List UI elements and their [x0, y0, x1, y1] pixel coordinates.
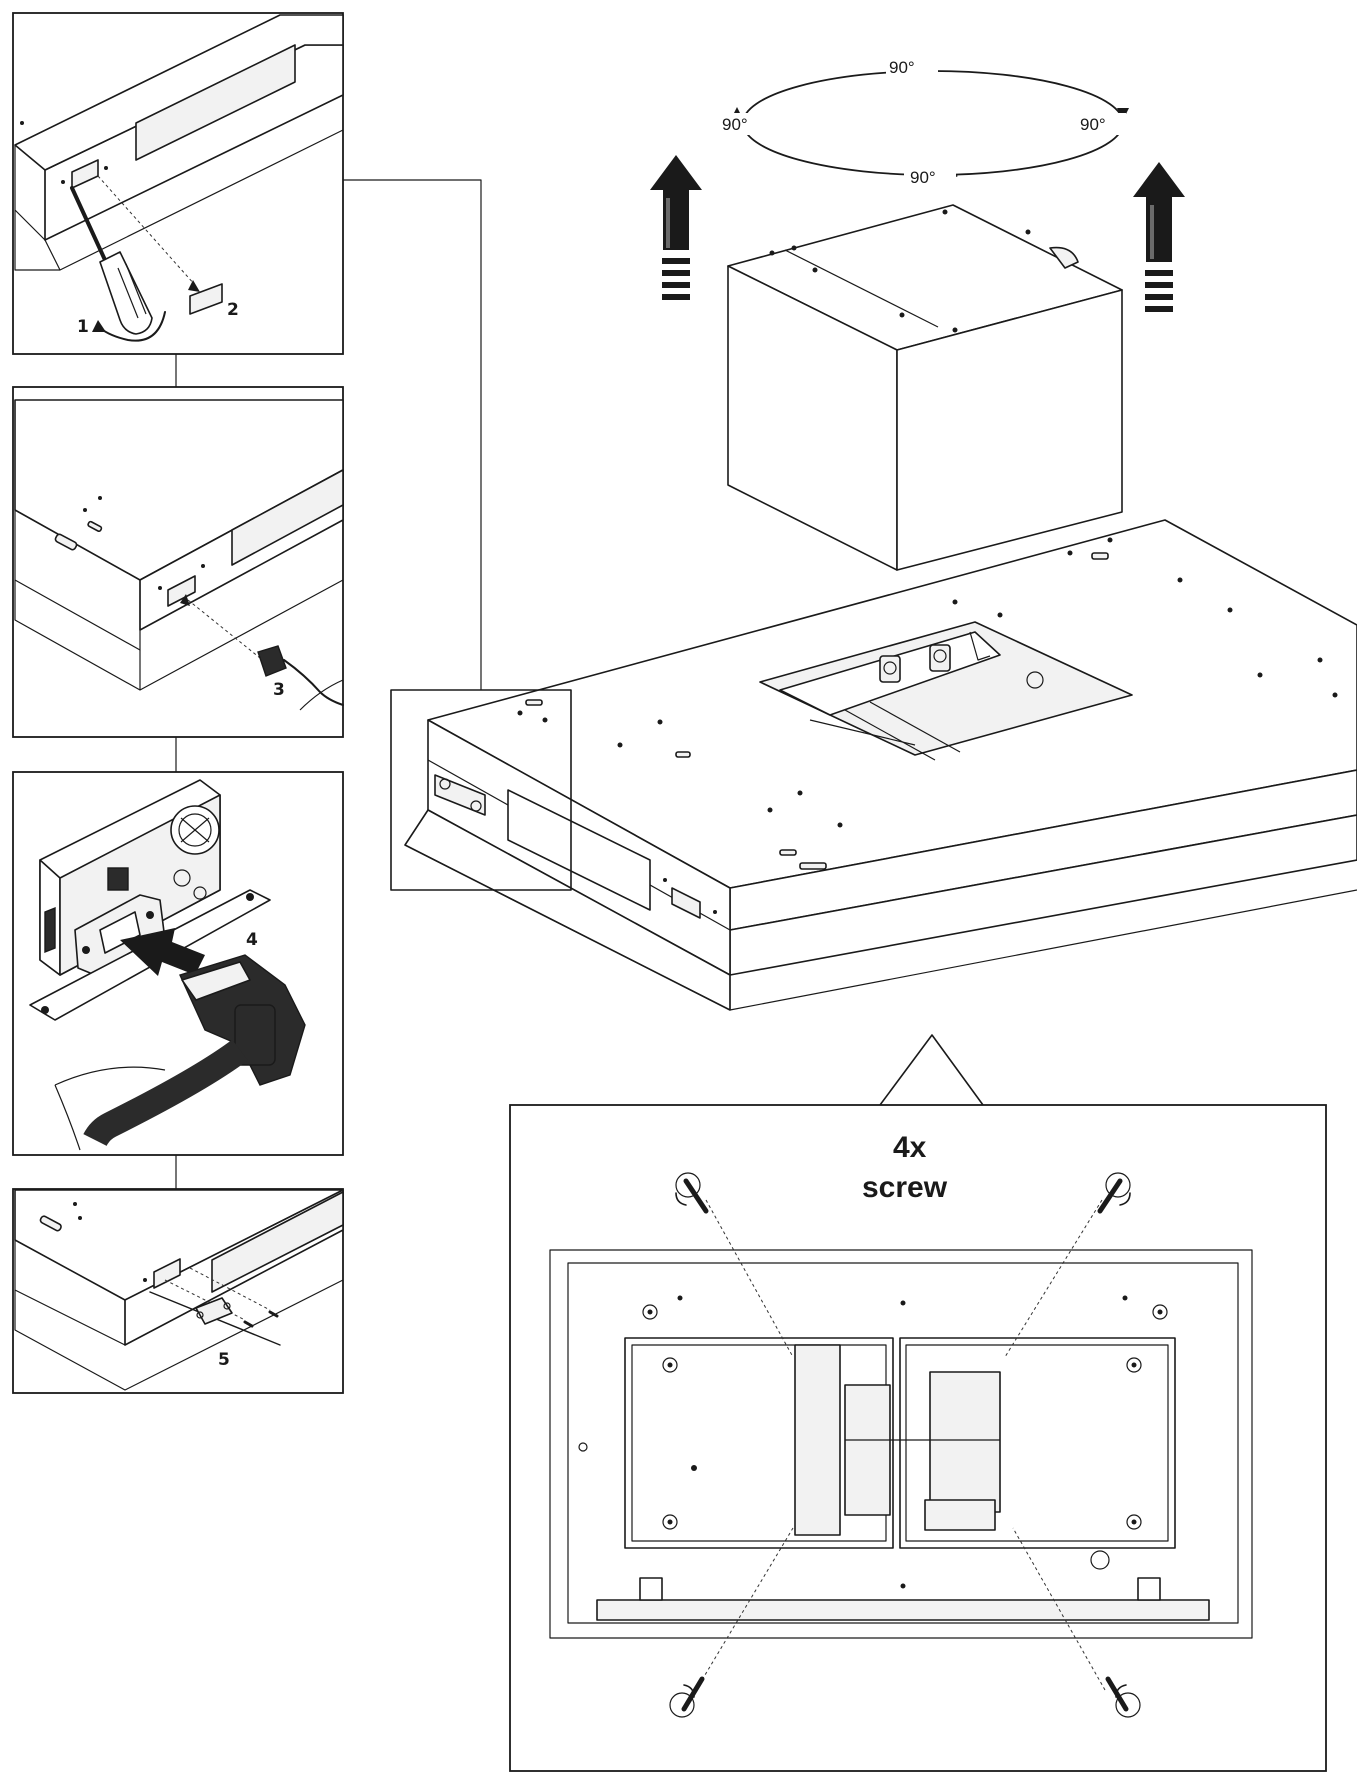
panel-step-1: 1 2 [12, 12, 344, 355]
detail-highlight-box [390, 689, 572, 891]
screw-icon [675, 1172, 709, 1214]
screw-icon [1097, 1172, 1131, 1214]
screw-icon [1105, 1676, 1141, 1718]
screw-icon [669, 1676, 705, 1718]
step-5-label: 5 [218, 1350, 230, 1370]
rotation-left-label: 90° [722, 115, 748, 134]
lift-arrow-right-icon [1133, 162, 1185, 312]
step-3-label: 3 [273, 680, 285, 700]
panel-step-4: 4 [12, 771, 344, 1156]
rotation-top-label: 90° [889, 58, 915, 77]
motor-box [727, 204, 1123, 571]
panel-step-5: 5 [12, 1188, 344, 1394]
screw-type-label: screw [862, 1171, 948, 1204]
rotation-right-label: 90° [1080, 115, 1106, 134]
screw-count-label: 4x [893, 1131, 927, 1164]
rotation-bottom-label: 90° [910, 168, 936, 187]
step-2-label: 2 [227, 300, 239, 320]
lift-arrow-left-icon [650, 155, 702, 300]
panel-step-3: 3 [12, 386, 344, 738]
screw-detail-panel: 4x screw [509, 1034, 1327, 1772]
step-4-label: 4 [246, 930, 258, 950]
step-1-label: 1 [77, 317, 89, 337]
hood-unit [404, 519, 1357, 1011]
panel-connectors [175, 179, 482, 1189]
rotation-indicator: 90° 90° 90° 90° [720, 56, 1129, 188]
